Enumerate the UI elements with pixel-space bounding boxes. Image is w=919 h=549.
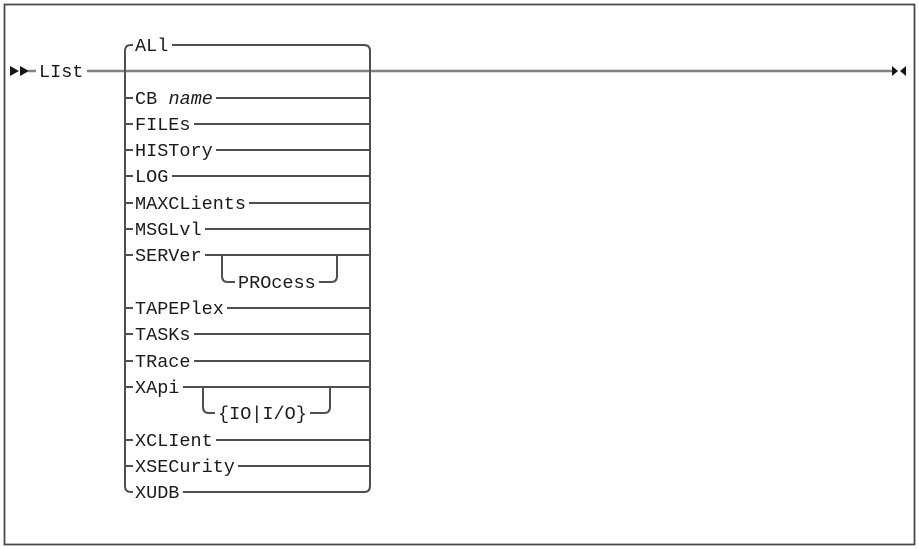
- option-history: HISTory: [135, 141, 213, 162]
- options-branch-left-rail: [124, 44, 132, 493]
- option-xsecurity: XSECurity: [135, 457, 235, 478]
- suboption-process: PROcess: [238, 273, 316, 294]
- option-maxclients: MAXCLients: [135, 194, 246, 215]
- option-files: FILEs: [135, 115, 191, 136]
- option-xudb: XUDB: [135, 483, 179, 504]
- xapi-io-optional-rail: [202, 387, 331, 414]
- option-log: LOG: [135, 167, 168, 188]
- operand-name: name: [169, 89, 213, 110]
- suboption-io: {IO|I/O}: [218, 404, 307, 425]
- option-row-rails: [125, 44, 370, 493]
- server-process-optional-rail: [221, 255, 338, 283]
- option-cb: CB: [135, 89, 157, 110]
- keyword-list: LIst: [39, 62, 83, 83]
- start-of-statement-icon: [10, 66, 29, 76]
- diagram-border: [3, 3, 916, 546]
- option-tasks: TASKs: [135, 325, 191, 346]
- option-xclient: XCLIent: [135, 431, 213, 452]
- options-branch-right-rail: [363, 44, 371, 493]
- end-of-statement-icon: [892, 66, 906, 76]
- option-xapi: XApi: [135, 378, 179, 399]
- option-msglvl: MSGLvl: [135, 220, 202, 241]
- option-server: SERVer: [135, 246, 202, 267]
- option-trace: TRace: [135, 352, 191, 373]
- option-tapeplex: TAPEPlex: [135, 299, 224, 320]
- option-all: ALl: [135, 36, 168, 57]
